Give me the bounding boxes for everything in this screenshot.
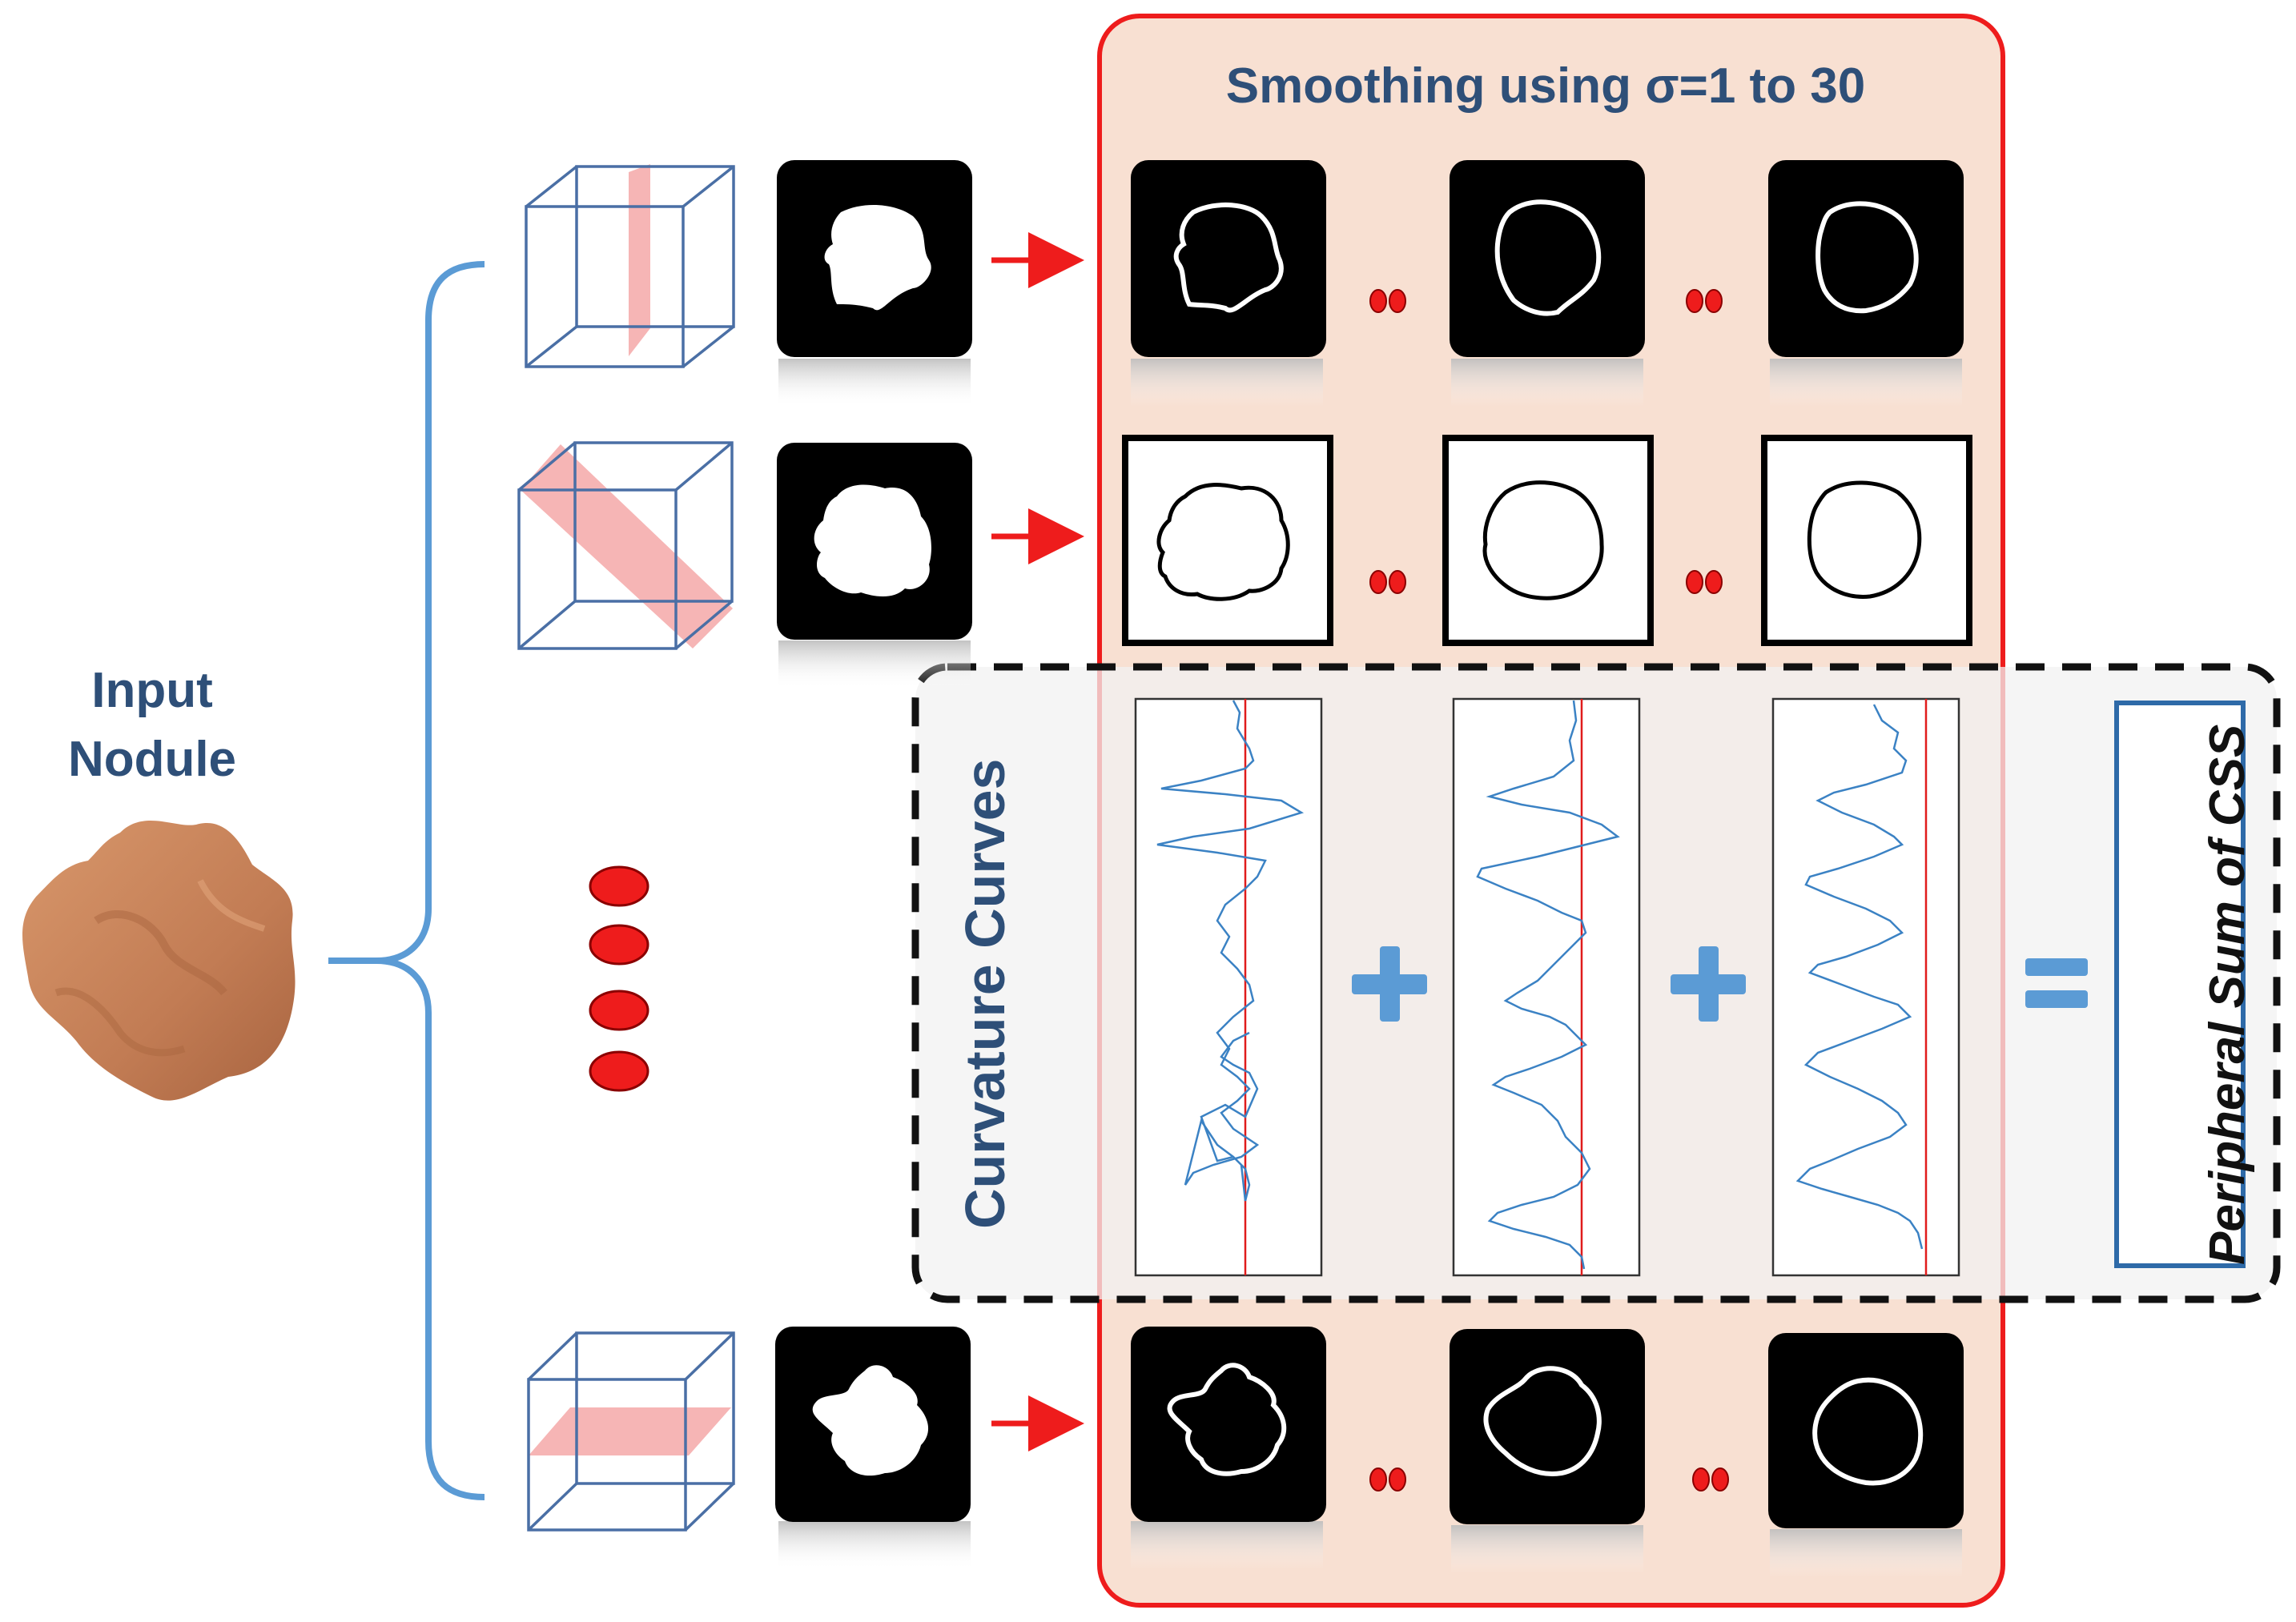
- tile-shadows: [778, 359, 1962, 1577]
- result-box: [2114, 701, 2246, 1268]
- slice-cube-1: [525, 164, 735, 368]
- input-label-line2: Nodule: [67, 732, 237, 787]
- curvature-curves-text: Curvature Curves: [954, 758, 1016, 1229]
- red-arrows: [991, 232, 1084, 1451]
- slice-cube-3: [527, 1331, 735, 1532]
- input-label-line1: Input: [91, 663, 213, 718]
- contour-row-3: [1131, 1327, 1964, 1528]
- peripheral-sum-text: Peripheral Sum of CSS: [2200, 724, 2255, 1265]
- curvature-plot-1: [1134, 697, 1323, 1277]
- smoothing-title: Smoothing using σ=1 to 30: [1225, 58, 1866, 114]
- mask-tile-2: [777, 443, 972, 640]
- curvature-plot-3: [1771, 697, 1960, 1277]
- mask-tile-1: [777, 160, 972, 357]
- contour-row-2: [1122, 435, 1972, 646]
- mask-tile-3: [775, 1327, 971, 1522]
- plus-operator-1: [1352, 946, 1427, 1022]
- equals-operator: [2025, 958, 2088, 1008]
- input-nodule-3d: [22, 820, 296, 1101]
- input-nodule-label: Input Nodule: [32, 656, 272, 794]
- contour-row-1: [1131, 160, 1964, 357]
- ellipsis-dots-small: [1369, 289, 1729, 1492]
- curvature-plot-2: [1452, 697, 1641, 1277]
- plus-operator-2: [1671, 946, 1746, 1022]
- ellipsis-dots-large: [589, 865, 649, 1092]
- slice-cube-2: [517, 441, 734, 650]
- brace: [328, 261, 485, 1500]
